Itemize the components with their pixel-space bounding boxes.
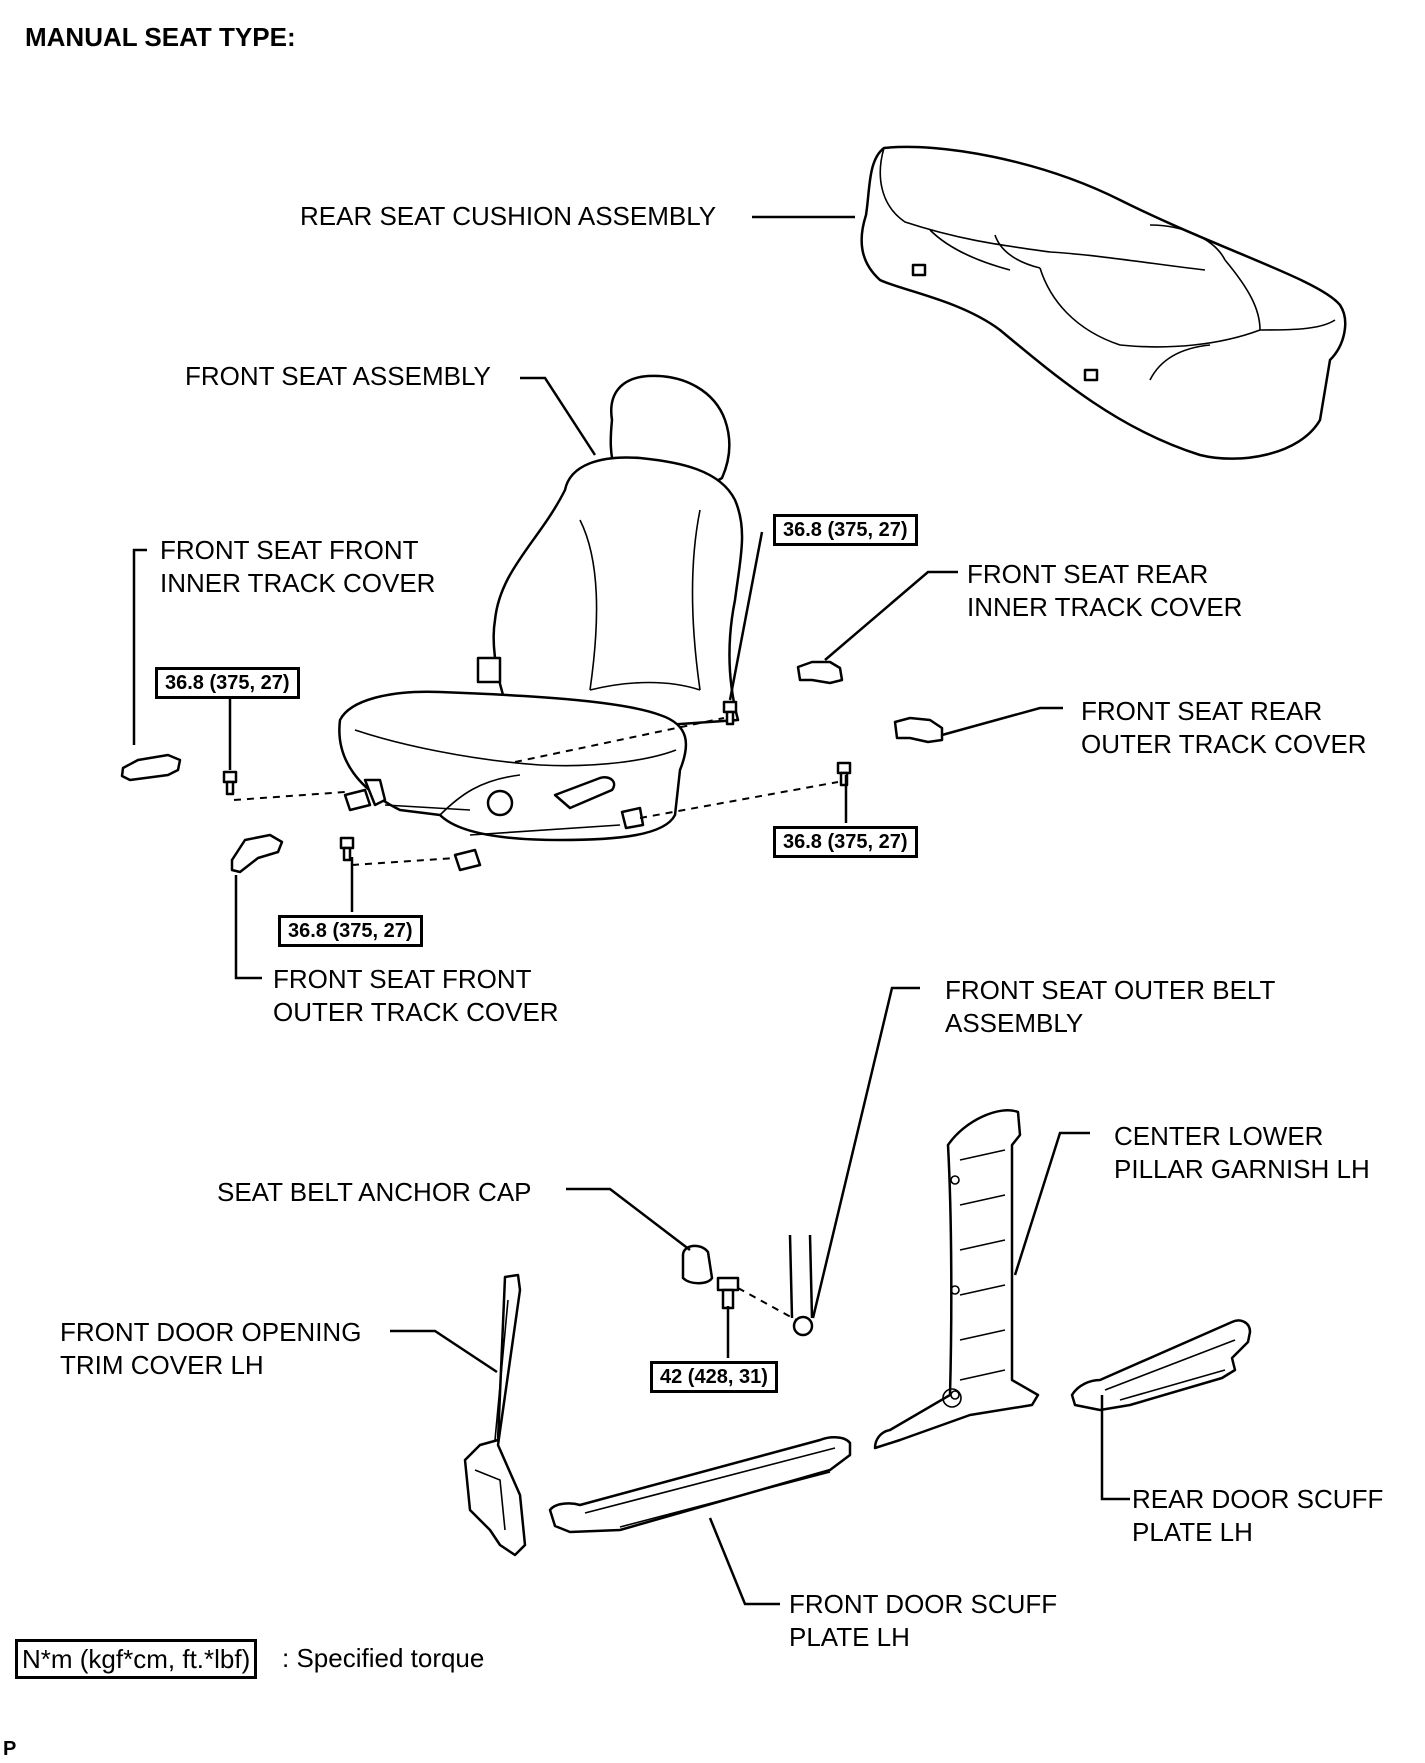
- label-front-outer-track-cover: FRONT SEAT FRONT OUTER TRACK COVER: [273, 964, 559, 1027]
- label-center-pillar-garnish: CENTER LOWER PILLAR GARNISH LH: [1114, 1121, 1370, 1184]
- door-opening-trim-drawing: [463, 1273, 527, 1557]
- torque-anchor-bolt: 42 (428, 31): [650, 1361, 778, 1393]
- label-rear-inner-track-cover: FRONT SEAT REAR INNER TRACK COVER: [967, 559, 1243, 622]
- label-front-inner-track-cover: FRONT SEAT FRONT INNER TRACK COVER: [160, 535, 436, 598]
- front-outer-track-cover-drawing: [230, 833, 284, 874]
- legend-torque-unit-box: N*m (kgf*cm, ft.*lbf): [15, 1639, 258, 1679]
- rear-seat-cushion-drawing: [860, 145, 1347, 460]
- front-scuff-plate-drawing: [548, 1436, 852, 1534]
- label-door-opening-trim: FRONT DOOR OPENING TRIM COVER LH: [60, 1317, 362, 1380]
- label-seat-belt-anchor-cap: SEAT BELT ANCHOR CAP: [217, 1177, 532, 1207]
- torque-rear-inner-bolt: 36.8 (375, 27): [773, 514, 918, 546]
- anchor-bolt-drawing: [716, 1276, 740, 1310]
- front-seat-drawing: [338, 374, 744, 872]
- label-rear-seat-cushion: REAR SEAT CUSHION ASSEMBLY: [300, 201, 717, 231]
- torque-rear-outer-bolt: 36.8 (375, 27): [773, 826, 918, 858]
- rear-outer-track-cover-drawing: [893, 716, 944, 744]
- center-pillar-garnish-drawing: [873, 1109, 1040, 1450]
- label-rear-outer-track-cover: FRONT SEAT REAR OUTER TRACK COVER: [1081, 696, 1367, 759]
- label-outer-belt: FRONT SEAT OUTER BELT ASSEMBLY: [945, 975, 1276, 1038]
- outer-belt-drawing: [788, 1234, 814, 1337]
- legend-description: : Specified torque: [282, 1643, 485, 1673]
- label-front-seat: FRONT SEAT ASSEMBLY: [185, 361, 491, 391]
- corner-mark: P: [3, 1738, 17, 1760]
- label-front-scuff-plate: FRONT DOOR SCUFF PLATE LH: [789, 1589, 1058, 1652]
- seat-bolts-drawing: [222, 700, 852, 862]
- torque-front-outer-bolt: 36.8 (375, 27): [278, 915, 423, 947]
- page-heading: MANUAL SEAT TYPE:: [25, 22, 296, 52]
- rear-scuff-plate-drawing: [1070, 1319, 1252, 1412]
- rear-inner-track-cover-drawing: [796, 660, 844, 685]
- seat-belt-anchor-cap-drawing: [681, 1244, 714, 1285]
- front-inner-track-cover-drawing: [120, 753, 182, 782]
- torque-front-inner-bolt: 36.8 (375, 27): [155, 667, 300, 699]
- label-rear-scuff-plate: REAR DOOR SCUFF PLATE LH: [1132, 1484, 1384, 1547]
